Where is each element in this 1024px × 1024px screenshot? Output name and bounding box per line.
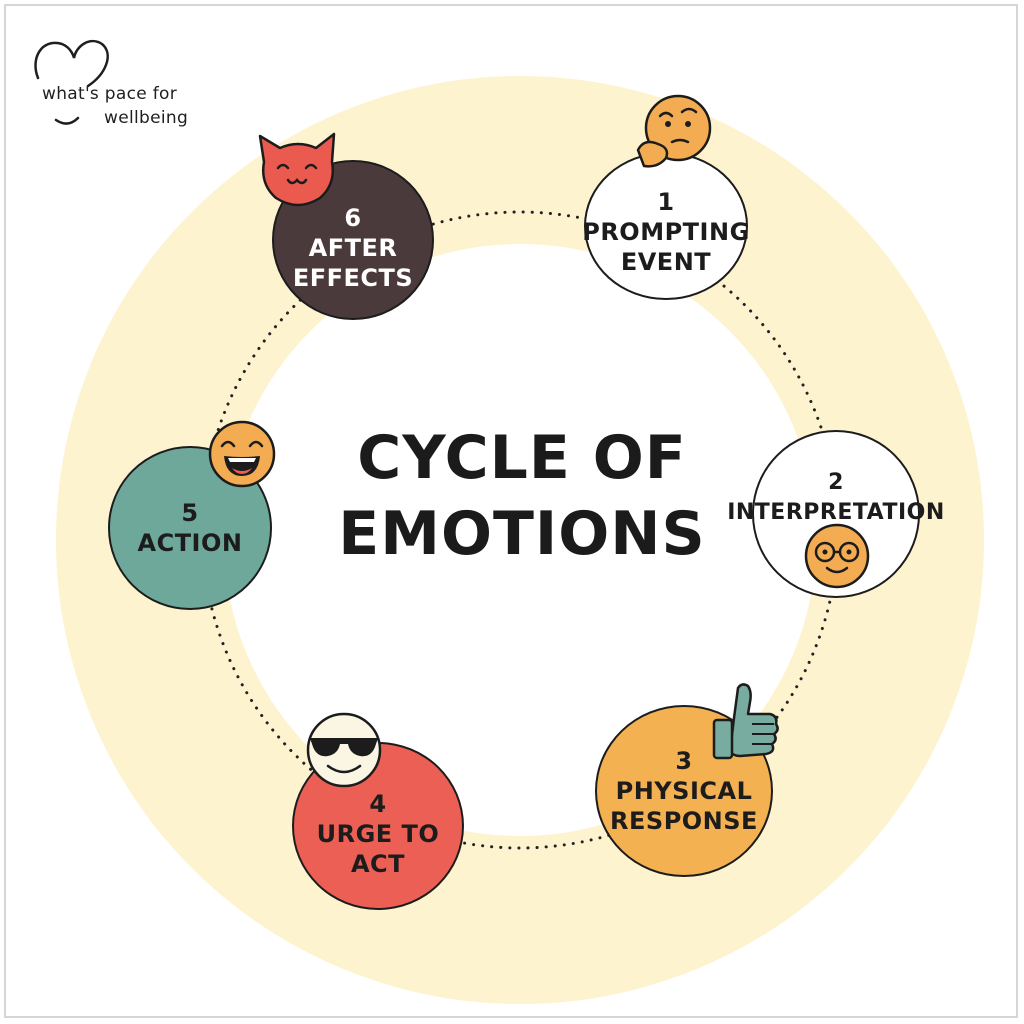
step-prompting-event: 1 PROMPTING EVENT [582, 152, 750, 300]
step-physical-response: 3 PHYSICAL RESPONSE [595, 705, 773, 877]
step-label: URGE TO [316, 820, 440, 848]
step-number: 3 [675, 747, 693, 775]
step-label: INTERPRETATION [727, 500, 945, 525]
title-line-1: CYCLE OF [357, 423, 687, 493]
heart-icon [34, 39, 109, 125]
step-label: EVENT [620, 248, 712, 276]
step-label: ACTION [137, 529, 243, 557]
sunglasses-face-icon [306, 712, 382, 788]
step-number: 6 [344, 204, 362, 232]
step-number: 2 [828, 470, 844, 495]
thinking-face-icon [636, 94, 712, 168]
step-number: 4 [369, 790, 387, 818]
step-label: PHYSICAL [615, 777, 753, 805]
cat-face-icon [258, 132, 336, 207]
brand-logo: what's pace for wellbeing [28, 34, 228, 134]
step-label: EFFECTS [292, 264, 414, 292]
diagram-title: CYCLE OF EMOTIONS [312, 420, 732, 572]
step-label: RESPONSE [610, 807, 758, 835]
image-frame [4, 4, 1018, 1018]
laughing-face-icon [208, 420, 276, 488]
title-line-2: EMOTIONS [338, 499, 706, 569]
step-label: ACT [350, 850, 406, 878]
logo-line-1: what's pace for [42, 84, 177, 104]
step-interpretation: 2 INTERPRETATION [727, 430, 944, 598]
logo-line-2: wellbeing [104, 108, 189, 128]
step-label: PROMPTING [582, 218, 750, 246]
step-label: AFTER [308, 234, 398, 262]
step-number: 5 [181, 499, 199, 527]
thumbs-up-icon [712, 683, 779, 760]
glasses-face-icon [804, 523, 870, 589]
step-number: 1 [657, 188, 675, 216]
